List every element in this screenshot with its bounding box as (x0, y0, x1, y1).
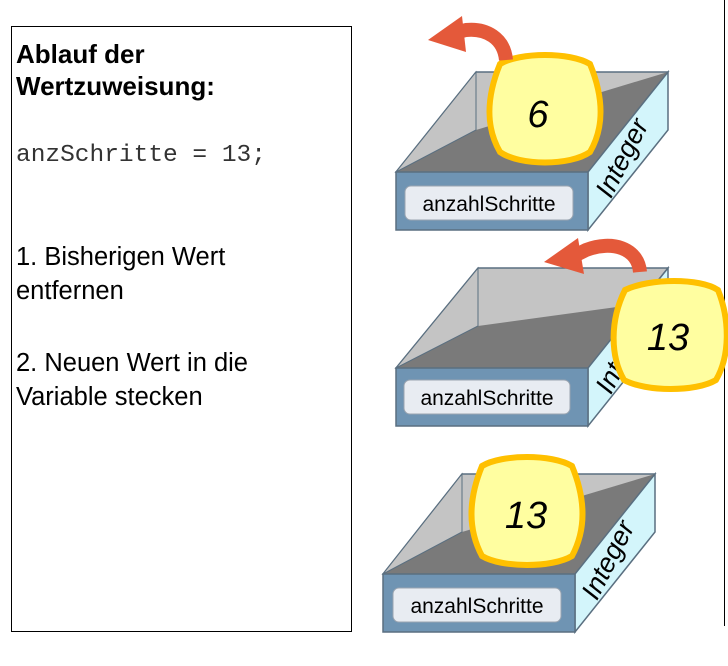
value-coin-stored: 13 (468, 454, 586, 568)
step-1-text: 1. Bisherigen Wert entfernen (16, 243, 226, 305)
box-label: anzahlSchritte (422, 193, 555, 216)
coin-value: 13 (647, 317, 689, 359)
box-left-wall (382, 472, 463, 575)
explanation-panel (11, 26, 352, 632)
value-coin-new: 13 (610, 278, 728, 392)
remove-arrow-icon (428, 16, 513, 62)
box-label: anzahlSchritte (420, 387, 553, 410)
insert-arrow-icon (544, 238, 647, 274)
box-left-wall (395, 70, 477, 173)
box-label-plate (404, 185, 574, 221)
box-floor (396, 300, 668, 368)
box-label-plate (392, 587, 562, 623)
step-2-text: 2. Neuen Wert in die Variable stecken (16, 349, 248, 411)
coin-value: 13 (505, 495, 547, 537)
box-left-wall (395, 266, 479, 369)
box-label-plate (403, 379, 571, 415)
box-label: anzahlSchritte (410, 595, 543, 618)
code-statement: anzSchritte = 13; (16, 142, 266, 169)
value-coin-old: 6 (486, 52, 604, 166)
panel-title: Ablauf der Wertzuweisung: (16, 39, 215, 101)
coin-value: 6 (527, 94, 549, 136)
